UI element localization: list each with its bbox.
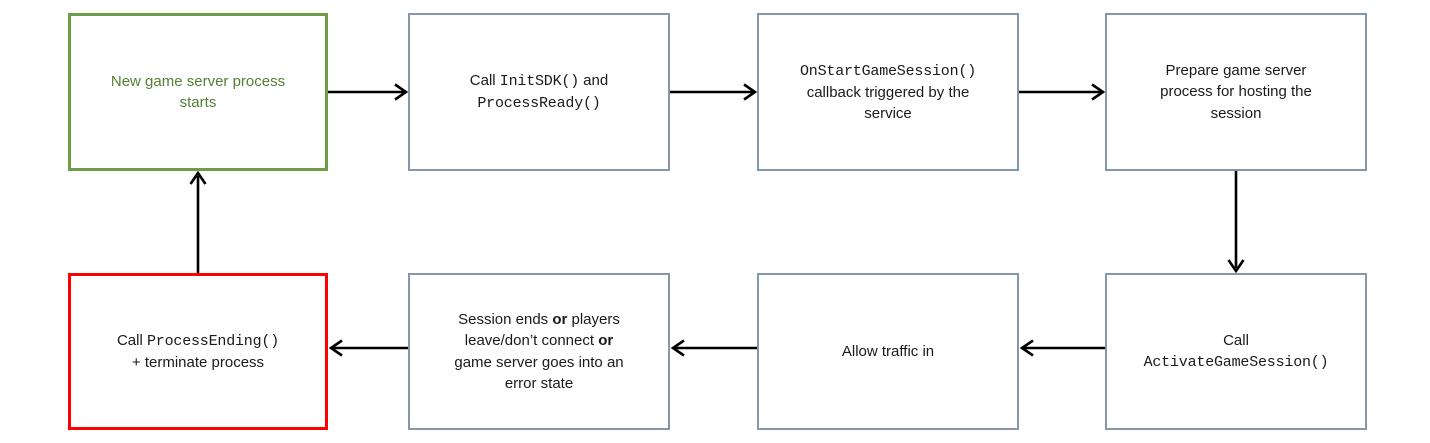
node-allow-traffic-in: Allow traffic in bbox=[757, 273, 1019, 430]
arrow-prepare-to-activategamesession bbox=[1227, 171, 1245, 274]
arrow-onstartgamesession-to-prepare bbox=[1019, 83, 1106, 101]
arrow-allowtraffic-to-sessionends bbox=[670, 339, 757, 357]
node-label: Call ProcessEnding()+ terminate process bbox=[116, 331, 280, 371]
arrow-processending-to-start bbox=[189, 170, 207, 273]
arrow-activategamesession-to-allowtraffic bbox=[1019, 339, 1105, 357]
node-call-processending-terminate: Call ProcessEnding()+ terminate process bbox=[68, 273, 328, 430]
arrow-start-to-initsdk bbox=[328, 83, 409, 101]
node-label: OnStartGameSession()callback triggered b… bbox=[799, 62, 977, 123]
node-label: Allow traffic in bbox=[841, 342, 935, 360]
node-onstartgamesession-callback: OnStartGameSession()callback triggered b… bbox=[757, 13, 1019, 171]
arrow-sessionends-to-processending bbox=[328, 339, 408, 357]
arrow-initsdk-to-onstartgamesession bbox=[670, 83, 758, 101]
